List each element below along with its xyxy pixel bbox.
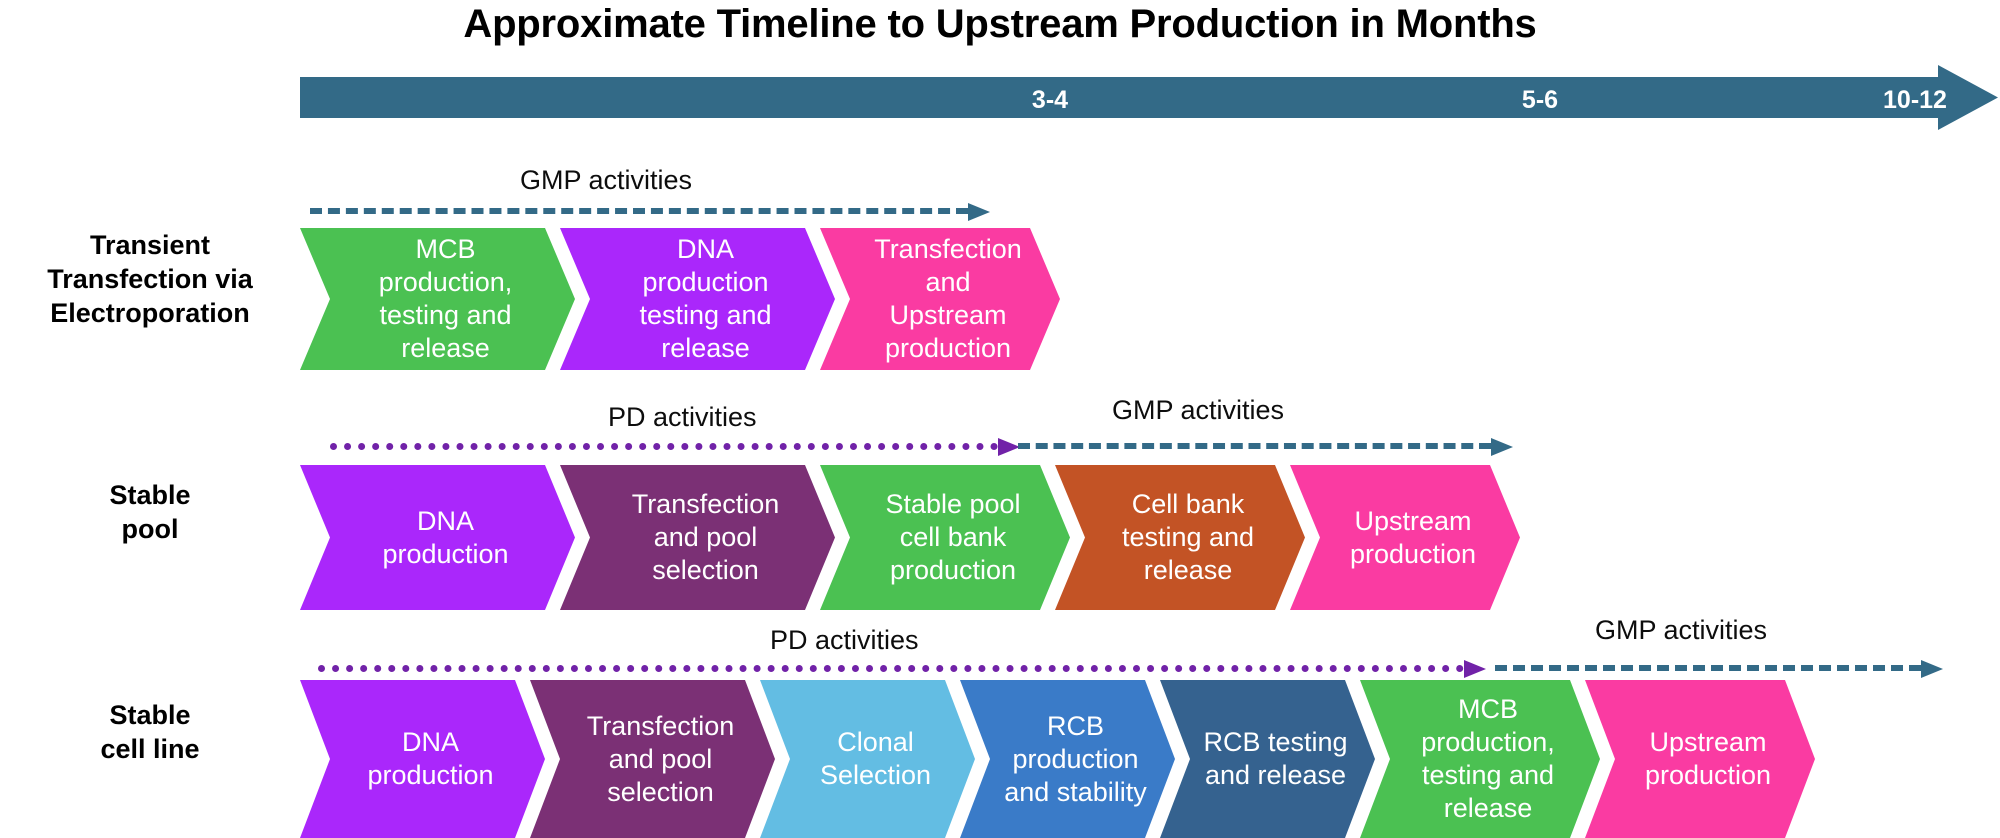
timeline-arrow-shape xyxy=(300,65,1998,130)
activity-label-transient-transfection-gmp: GMP activities xyxy=(520,165,693,195)
timeline-tick-3-4: 3-4 xyxy=(1031,86,1069,114)
activity-label-stable-cell-line-gmp: GMP activities xyxy=(1595,615,1768,645)
activity-label-stable-pool-pd: PD activities xyxy=(608,402,757,432)
activity-label-stable-cell-line-pd: PD activities xyxy=(770,625,919,655)
timeline-tick-5-6: 5-6 xyxy=(1521,86,1559,114)
page-title: Approximate Timeline to Upstream Product… xyxy=(463,2,1537,46)
activity-arrow-stable-cell-line-gmp xyxy=(1495,660,1943,678)
arrow-head-icon xyxy=(968,203,990,221)
activity-arrow-transient-transfection-gmp xyxy=(310,203,990,221)
activity-arrow-stable-pool-pd xyxy=(330,438,1020,456)
timeline-tick-10-12: 10-12 xyxy=(1883,86,1947,114)
arrow-head-icon xyxy=(1464,660,1486,678)
activity-arrow-stable-cell-line-pd xyxy=(318,660,1486,678)
arrow-head-icon xyxy=(1491,438,1513,456)
timeline-axis: 3-4 5-6 10-12 xyxy=(300,65,1998,130)
activity-label-stable-pool-gmp: GMP activities xyxy=(1112,395,1285,425)
arrow-head-icon xyxy=(1921,660,1943,678)
arrow-head-icon xyxy=(998,438,1020,456)
activity-arrow-stable-pool-gmp xyxy=(1018,438,1513,456)
